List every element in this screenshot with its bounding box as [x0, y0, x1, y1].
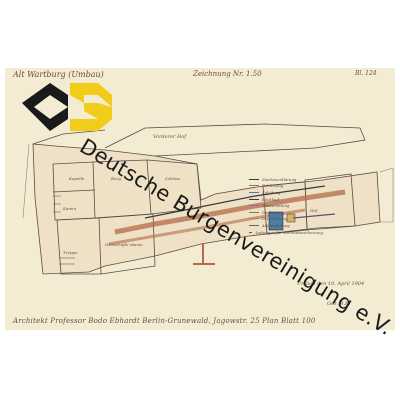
legend-label: Abflussleitung — [262, 222, 290, 228]
room-label-hof: Hof — [310, 208, 318, 213]
legend-line — [249, 224, 259, 226]
legend-row: Abflussleitung — [249, 222, 323, 229]
drawing-number: Zeichnung Nr. 1.50 — [193, 70, 262, 78]
room-label-burg: Burg — [111, 176, 121, 181]
legend-label: Zeichenerklärung — [262, 176, 297, 182]
room-label-treppe: Treppe — [63, 250, 78, 255]
legend-line — [249, 231, 253, 233]
legend-label: Gasleitung — [262, 209, 283, 215]
legend-row: Rohleitung — [249, 183, 323, 190]
legend-row: Zeichenerklärung — [249, 176, 323, 183]
legend-label: Leitungen für Warmwasserheizung — [255, 229, 323, 235]
architect-caption: Architekt Professor Bodo Ebhardt Berlin-… — [13, 317, 316, 325]
room-label-kapelle: Kapelle — [69, 176, 85, 181]
room-label-vorderer-hof: Vorderer Hof — [153, 134, 187, 140]
legend-row: Druckleitung — [249, 216, 323, 223]
floor-plan-drawing — [22, 123, 394, 275]
legend-label: Druckleitung — [262, 216, 288, 222]
legend-label: Rücklauf — [262, 196, 280, 202]
room-label-schloss: Schloss — [165, 176, 181, 181]
plan-legend: Zeichenerklärung Rohleitung Zuleitung Rü… — [249, 176, 323, 235]
room-label-wirtschaft: Wirtschafts-räume — [105, 242, 143, 247]
legend-line — [249, 205, 259, 207]
legend-label: Zuleitung — [262, 189, 281, 195]
date-note: Umbau den 10. April 1904 — [297, 281, 365, 287]
sheet-number: Bl. 124 — [355, 70, 377, 77]
legend-label: Wasserleitung — [262, 203, 290, 209]
plan-title: Alt Wartburg (Umbau) — [13, 70, 104, 79]
legend-line — [249, 191, 259, 193]
legend-row: Rücklauf — [249, 196, 323, 203]
legend-line — [249, 218, 259, 220]
legend-label: Rohleitung — [262, 183, 284, 189]
legend-line — [249, 185, 259, 187]
legend-row: Zuleitung — [249, 189, 323, 196]
legend-row: Leitungen für Warmwasserheizung — [249, 229, 323, 236]
legend-line — [249, 178, 259, 180]
legend-row: Wasserleitung — [249, 202, 323, 209]
legend-line — [249, 198, 259, 200]
legend-row: Gasleitung — [249, 209, 323, 216]
plan-sheet: Alt Wartburg (Umbau) Zeichnung Nr. 1.50 … — [5, 68, 395, 330]
signature: Gez. B.E. — [327, 301, 351, 307]
room-label-kamin: Kamin — [63, 206, 77, 211]
dbv-logo — [22, 83, 112, 131]
legend-line — [249, 211, 259, 213]
